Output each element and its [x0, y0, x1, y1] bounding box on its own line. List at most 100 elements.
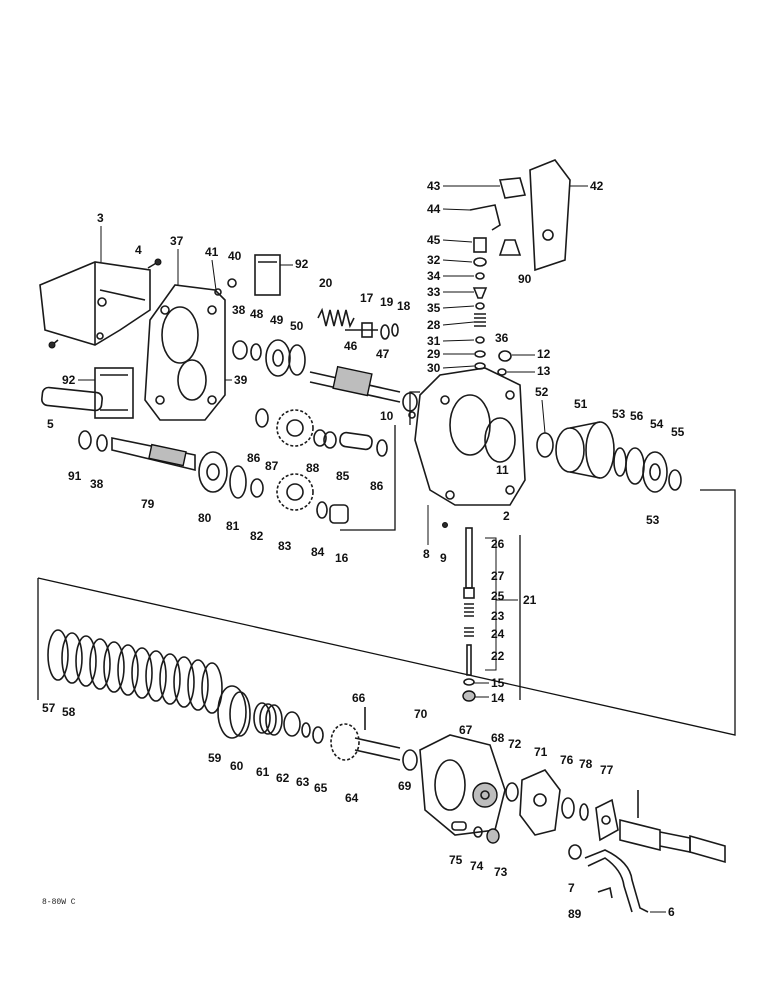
label-21: 21 — [523, 593, 537, 607]
plug-10 — [408, 411, 416, 419]
label-92-top: 92 — [295, 257, 309, 271]
label-4: 4 — [135, 243, 142, 257]
washer-86-left — [255, 408, 269, 428]
label-51: 51 — [574, 397, 588, 411]
label-89: 89 — [568, 907, 582, 921]
valve-stack — [472, 237, 488, 370]
label-13: 13 — [537, 364, 551, 378]
label-84: 84 — [311, 545, 325, 559]
label-25: 25 — [491, 589, 505, 603]
label-9: 9 — [440, 551, 447, 565]
label-74: 74 — [470, 859, 484, 873]
label-70: 70 — [414, 707, 428, 721]
figure-code: 8-80W C — [42, 898, 76, 907]
label-56: 56 — [630, 409, 644, 423]
label-64: 64 — [345, 791, 359, 805]
spacer-82 — [250, 478, 264, 498]
label-30: 30 — [427, 361, 441, 375]
label-7: 7 — [568, 881, 575, 895]
label-73: 73 — [494, 865, 508, 879]
ring-72 — [505, 782, 519, 802]
bolt-small-left — [48, 339, 59, 349]
bearing-88 — [313, 429, 337, 449]
fitting-41 — [214, 288, 222, 296]
label-31: 31 — [427, 334, 441, 348]
label-16: 16 — [335, 551, 349, 565]
ring-63 — [301, 722, 311, 738]
ring-65 — [312, 726, 324, 744]
label-45: 45 — [427, 233, 441, 247]
label-17: 17 — [360, 291, 374, 305]
label-72: 72 — [508, 737, 522, 751]
plug-9 — [442, 522, 448, 528]
label-86-left: 86 — [247, 451, 261, 465]
label-47: 47 — [376, 347, 390, 361]
label-8: 8 — [423, 547, 430, 561]
label-29: 29 — [427, 347, 441, 361]
label-39: 39 — [234, 373, 248, 387]
label-46: 46 — [344, 339, 358, 353]
fitting-40 — [227, 278, 237, 288]
label-34: 34 — [427, 269, 441, 283]
clamp-89 — [597, 886, 613, 899]
label-58: 58 — [62, 705, 76, 719]
seal-52 — [536, 432, 554, 458]
label-28: 28 — [427, 318, 441, 332]
label-5: 5 — [47, 417, 54, 431]
fitting-12 — [498, 350, 512, 362]
gear-83 — [276, 473, 314, 511]
link-44 — [469, 204, 501, 231]
label-83: 83 — [278, 539, 292, 553]
plate-92-top — [254, 254, 281, 296]
label-81: 81 — [226, 519, 240, 533]
label-62: 62 — [276, 771, 290, 785]
label-68: 68 — [491, 731, 505, 745]
washer-62 — [283, 711, 301, 737]
seal-76 — [561, 797, 575, 819]
label-12: 12 — [537, 347, 551, 361]
label-82: 82 — [250, 529, 264, 543]
ring-19 — [380, 324, 390, 340]
label-40: 40 — [228, 249, 242, 263]
label-43: 43 — [427, 179, 441, 193]
bearing-80 — [198, 451, 228, 493]
shaft-85 — [339, 431, 373, 451]
bolt-4 — [147, 258, 162, 269]
label-49: 49 — [270, 313, 284, 327]
label-6: 6 — [668, 905, 675, 919]
label-36: 36 — [495, 331, 509, 345]
housing-cover — [39, 261, 151, 346]
label-53-top: 53 — [612, 407, 626, 421]
label-48: 48 — [250, 307, 264, 321]
label-42: 42 — [590, 179, 604, 193]
label-77: 77 — [600, 763, 614, 777]
label-75: 75 — [449, 853, 463, 867]
bearing-49 — [265, 339, 291, 377]
ring-55 — [668, 469, 682, 491]
plate-92-left — [94, 367, 134, 419]
label-11: 11 — [496, 463, 509, 477]
label-80: 80 — [198, 511, 212, 525]
label-55: 55 — [671, 425, 685, 439]
gear-case — [144, 284, 226, 421]
shaft-46 — [309, 365, 401, 403]
shaft-64 — [330, 723, 401, 761]
label-78: 78 — [579, 757, 593, 771]
ring-53-upper — [613, 447, 627, 477]
label-76: 76 — [560, 753, 574, 767]
label-87: 87 — [265, 459, 279, 473]
label-14: 14 — [491, 691, 505, 705]
label-88: 88 — [306, 461, 320, 475]
label-67: 67 — [459, 723, 473, 737]
label-35: 35 — [427, 301, 441, 315]
snap-ring-81 — [229, 465, 247, 499]
label-79: 79 — [141, 497, 155, 511]
label-59: 59 — [208, 751, 222, 765]
nut-73 — [486, 828, 500, 844]
pin-75 — [451, 821, 467, 831]
label-86-right: 86 — [370, 479, 384, 493]
ring-59-60 — [217, 685, 251, 739]
pump-housing — [419, 734, 506, 836]
label-33: 33 — [427, 285, 441, 299]
label-20: 20 — [319, 276, 333, 290]
